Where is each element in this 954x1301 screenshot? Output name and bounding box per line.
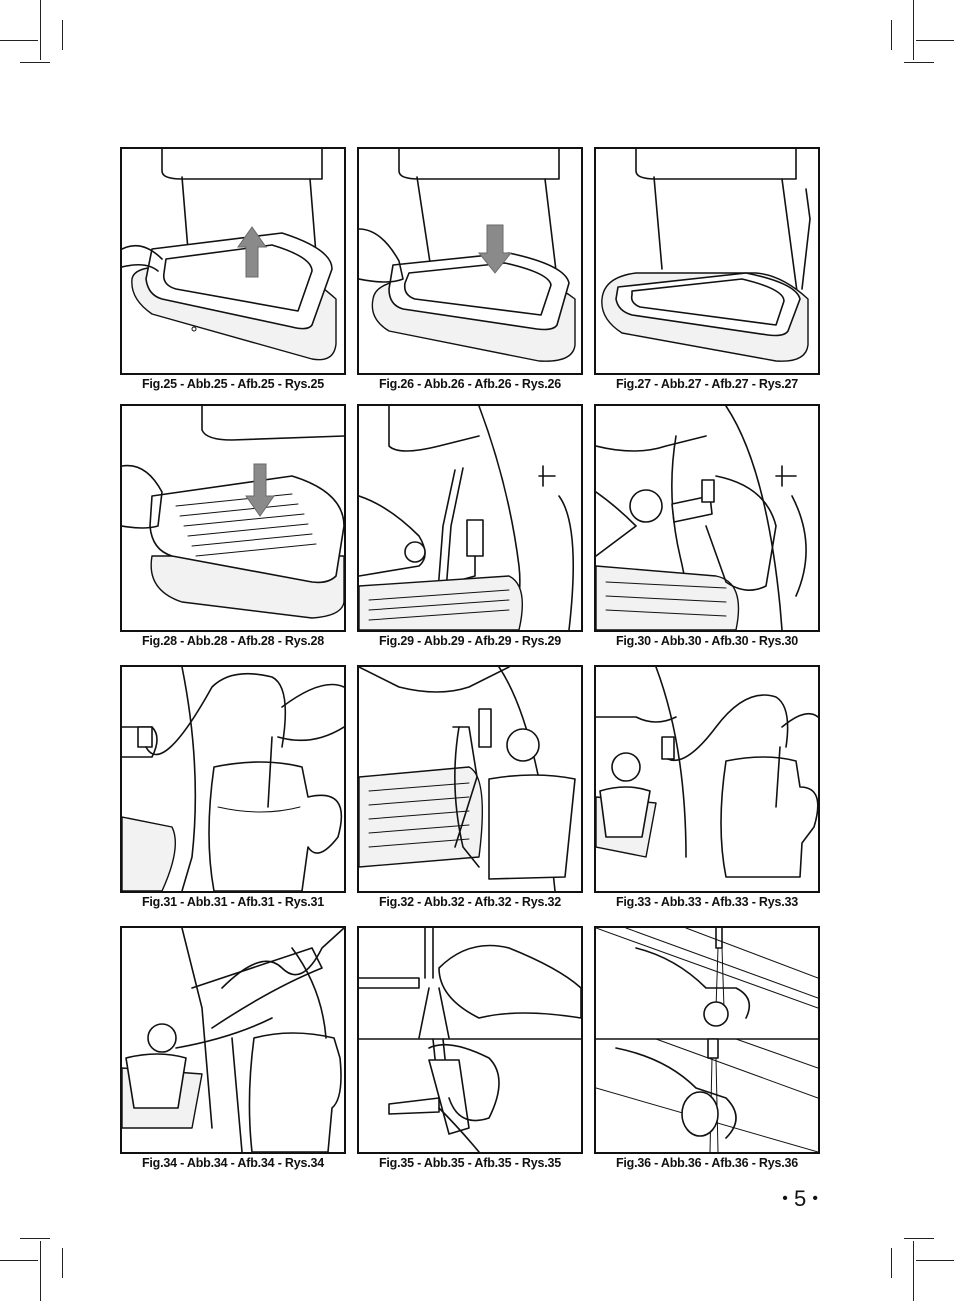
arrow-down-icon [477,224,513,274]
page-bullet: • [812,1190,818,1207]
figure-caption: Fig.26 - Abb.26 - Afb.26 - Rys.26 [378,377,562,391]
crop-mark [62,1248,63,1278]
crop-mark [0,1260,38,1261]
figure-36-illustration [594,926,820,1154]
figure-caption: Fig.30 - Abb.30 - Afb.30 - Rys.30 [615,634,799,648]
page-number: • 5 • [782,1186,818,1212]
crop-mark [40,1241,41,1301]
crop-mark [916,1260,954,1261]
figure-30-illustration [594,404,820,632]
crop-mark [913,0,914,60]
figure-caption: Fig.34 - Abb.34 - Afb.34 - Rys.34 [141,1156,325,1170]
crop-mark [913,1241,914,1301]
figure-29-illustration [357,404,583,632]
crop-mark [904,1238,934,1239]
figure-28-illustration [120,404,346,632]
crop-mark [904,62,934,63]
figure-caption: Fig.31 - Abb.31 - Afb.31 - Rys.31 [141,895,325,909]
crop-mark [916,40,954,41]
arrow-up-icon [237,226,267,278]
page-number-value: 5 [794,1186,807,1211]
page-bullet: • [782,1190,788,1207]
figure-caption: Fig.29 - Abb.29 - Afb.29 - Rys.29 [378,634,562,648]
figure-31-illustration [120,665,346,893]
figure-caption: Fig.35 - Abb.35 - Afb.35 - Rys.35 [378,1156,562,1170]
crop-mark [891,1248,892,1278]
figure-caption: Fig.27 - Abb.27 - Afb.27 - Rys.27 [615,377,799,391]
figure-caption: Fig.28 - Abb.28 - Afb.28 - Rys.28 [141,634,325,648]
figure-27-illustration [594,147,820,375]
arrow-down-icon [245,463,275,517]
figure-caption: Fig.33 - Abb.33 - Afb.33 - Rys.33 [615,895,799,909]
figure-25-illustration [120,147,346,375]
figure-33-illustration [594,665,820,893]
figure-caption: Fig.36 - Abb.36 - Afb.36 - Rys.36 [615,1156,799,1170]
figure-35-illustration [357,926,583,1154]
figure-caption: Fig.32 - Abb.32 - Afb.32 - Rys.32 [378,895,562,909]
crop-mark [20,1238,50,1239]
figure-34-illustration [120,926,346,1154]
crop-mark [0,40,38,41]
figure-32-illustration [357,665,583,893]
figure-26-illustration [357,147,583,375]
figure-caption: Fig.25 - Abb.25 - Afb.25 - Rys.25 [141,377,325,391]
crop-mark [40,0,41,60]
crop-mark [891,20,892,50]
crop-mark [20,62,50,63]
crop-mark [62,20,63,50]
